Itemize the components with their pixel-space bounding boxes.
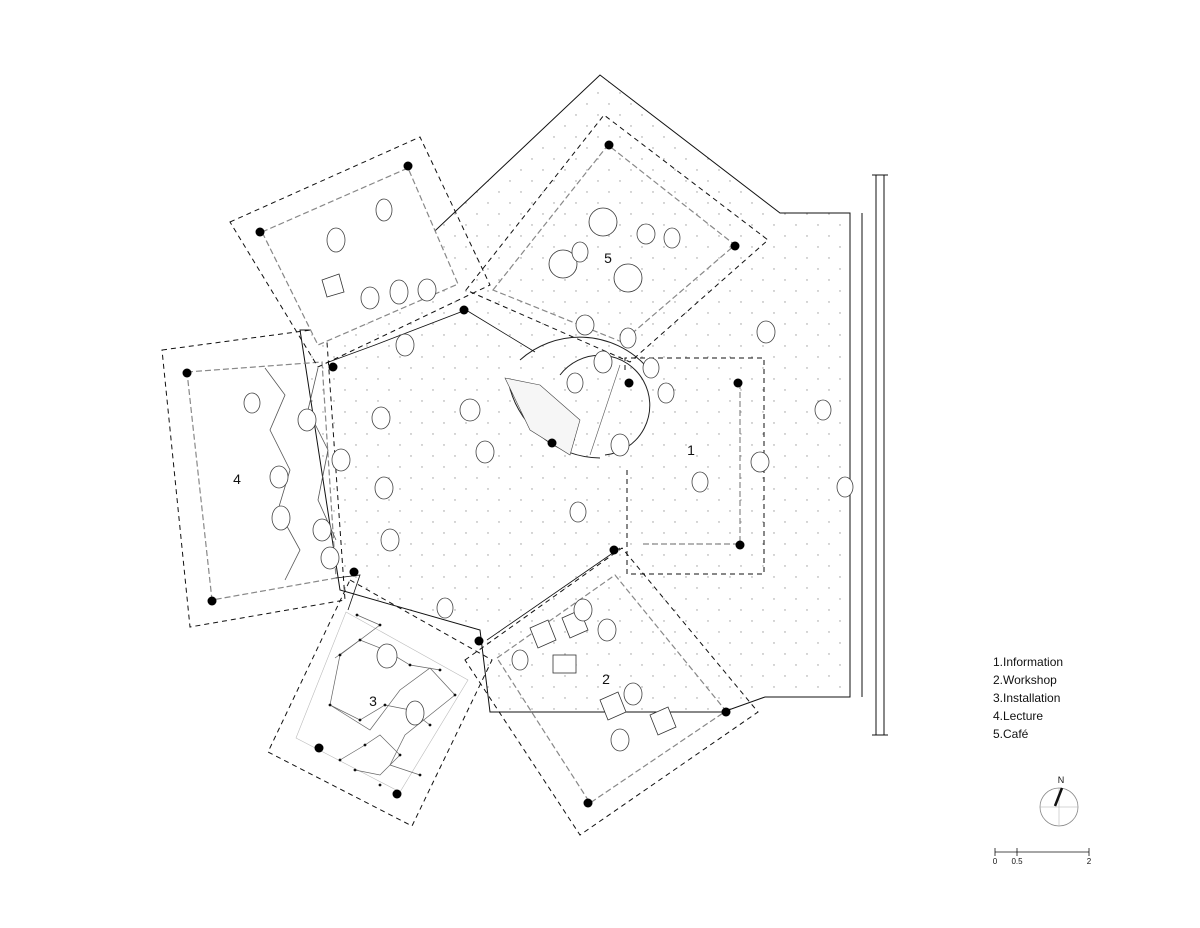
people xyxy=(243,198,854,752)
cafe-table xyxy=(613,263,643,293)
zone-3-label: 3 xyxy=(369,693,377,709)
zone-4-label: 4 xyxy=(233,471,241,487)
structural-columns xyxy=(182,140,745,808)
cafe-table xyxy=(588,207,618,237)
scale-tick-0: 0 xyxy=(993,857,998,866)
zone-information: 1 xyxy=(624,357,765,575)
legend-item-installation: 3.Installation xyxy=(993,691,1061,705)
legend-item-cafe: 5.Café xyxy=(993,727,1029,741)
reception-desk xyxy=(504,336,651,459)
scale-tick-2: 2 xyxy=(1087,857,1092,866)
partitions xyxy=(325,309,621,641)
zone-1-label: 1 xyxy=(687,442,695,458)
zone-2-label: 2 xyxy=(602,671,610,687)
north-label: N xyxy=(1058,775,1065,785)
zone-cafe: 5 xyxy=(465,114,769,363)
scale-tick-1: 0.5 xyxy=(1011,857,1023,866)
legend: 1.Information 2.Workshop 3.Installation … xyxy=(993,653,1063,743)
north-arrow: N xyxy=(1039,775,1079,827)
scale-bar: 0 0.5 2 xyxy=(993,848,1092,866)
legend-item-information: 1.Information xyxy=(993,655,1064,669)
zone-5-label: 5 xyxy=(604,250,612,266)
zone-annex xyxy=(229,136,491,368)
building-outline xyxy=(299,74,888,736)
cafe-table xyxy=(548,249,578,279)
legend-item-lecture: 4.Lecture xyxy=(993,709,1044,723)
legend-item-workshop: 2.Workshop xyxy=(993,673,1057,687)
